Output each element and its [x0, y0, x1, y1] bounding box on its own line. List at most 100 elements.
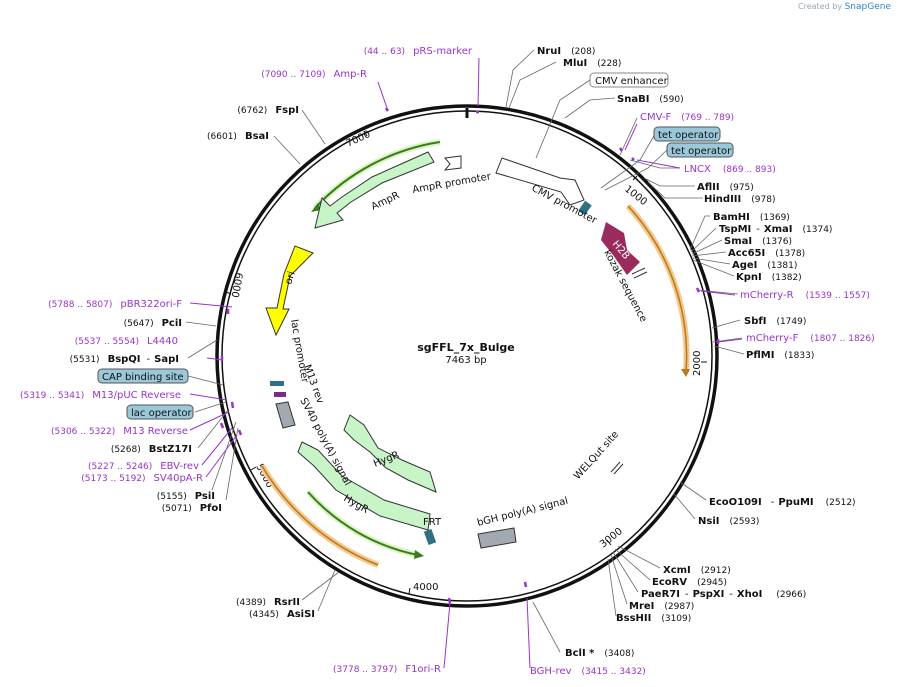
site-tspmi: TspMI-XmaI(1374): [719, 224, 832, 235]
left-labels: (44 .. 63)pRS-marker (7090 .. 7109)Amp-R…: [20, 46, 473, 675]
sv40-polya-block: [275, 401, 296, 429]
site-bamhi: BamHI(1369): [713, 212, 790, 223]
orf-arc-right-line: [627, 205, 688, 373]
site-ecoo109i: EcoO109I-PpuMI(2512): [709, 497, 856, 508]
orf-arc-right-arrow: [681, 369, 690, 377]
lac-operator-block: [274, 392, 286, 397]
site-ecorv: EcoRV(2945): [652, 577, 727, 588]
primer-ebv-rev: (5227 .. 5246)EBV-rev: [88, 461, 199, 472]
tick-4000: 4000: [413, 582, 438, 593]
site-bsai: (6601)BsaI: [207, 131, 269, 142]
primer-stubs: [219, 107, 720, 604]
ampr-promoter-label: AmpR promoter: [412, 171, 493, 196]
site-pflmi: PflMI(1833): [746, 350, 814, 361]
ori-label: ori: [283, 270, 297, 286]
orf-arc-left-line: [261, 465, 379, 566]
cmv-enhancer-label: CMV enhancer: [595, 76, 669, 87]
hygr-arrow-1: [343, 414, 437, 493]
site-xcmi: XcmI(2912): [663, 565, 731, 576]
site-psii: (5155)PsiI: [157, 491, 215, 502]
primer-pbr322ori-f: (5788 .. 5807)pBR322ori-F: [48, 299, 182, 310]
hygr-arrow-2: [297, 441, 431, 531]
snapgene-credit: Created by SnapGene: [798, 2, 891, 12]
site-nsii: NsiI(2593): [698, 516, 759, 527]
site-fspi: (6762)FspI: [237, 105, 299, 116]
position-ticks: [225, 130, 707, 595]
kozak-marker-2: [633, 271, 648, 279]
site-asisi: (4345)AsiSI: [249, 609, 315, 620]
leader-lines-right: [505, 49, 745, 653]
site-bstz17i: (5268)BstZ17I: [111, 444, 192, 455]
primer-sv40pa-r: (5173 .. 5192)SV40pA-R: [81, 473, 203, 484]
primer-mcherry-f: mCherry-F(1807 .. 1826): [746, 333, 875, 344]
cap-binding-site-box: [97, 368, 189, 384]
site-mlui: MluI(228): [563, 58, 621, 69]
site-paer7i: PaeR7I-PspXI-XhoI(2966): [641, 589, 806, 600]
site-rsrii: (4389)RsrII: [236, 597, 300, 608]
site-hindiii: HindIII(978): [704, 194, 775, 205]
orf-arc-top-arrow: [311, 203, 321, 212]
tet-operator-label-1: tet operator: [658, 130, 719, 141]
ori-arrow: [265, 245, 314, 337]
ampr-promoter-arrow: [443, 155, 462, 171]
ampr-label: AmpR: [370, 190, 402, 213]
tet-operator-label-2: tet operator: [671, 146, 732, 157]
welq-marker: [610, 461, 621, 473]
tick-2000: 2000: [692, 351, 703, 376]
right-labels: NruI(208) MluI(228) CMV enhancer SnaBI(5…: [530, 46, 875, 677]
primer-m13-puc-reverse: (5319 .. 5341)M13/pUC Reverse: [20, 390, 181, 401]
plasmid-size: 7463 bp: [445, 355, 486, 366]
tet-operator-box-1: [653, 126, 721, 142]
primer-m13-reverse: (5306 .. 5322)M13 Reverse: [51, 426, 188, 437]
primer-lncx: LNCX(869 .. 893): [684, 164, 776, 175]
primer-amp-r: (7090 .. 7109)Amp-R: [261, 69, 367, 80]
orf-arc-bottom-line: [307, 491, 419, 556]
site-smai: SmaI(1376): [724, 236, 792, 247]
bgh-polya-block: [477, 527, 517, 549]
site-pcii: (5647)PciI: [124, 318, 182, 329]
site-bsshii: BssHII(3109): [616, 613, 691, 624]
primer-bgh-rev: BGH-rev(3415 .. 3432): [530, 666, 646, 677]
lac-operator-label: lac operator: [131, 408, 192, 419]
site-nrui: NruI(208): [537, 46, 595, 57]
site-bspqi: (5531)BspQI-SapI: [70, 354, 179, 365]
cmv-enhancer-box: [589, 72, 669, 88]
primer-f1ori-r: (3778 .. 3797)F1ori-R: [333, 664, 441, 675]
snapgene-logo: SnapGene: [844, 2, 891, 12]
site-kpni: KpnI(1382): [736, 272, 802, 283]
frt-label: FRT: [423, 517, 442, 528]
orf-arc-bottom-arrow: [414, 550, 424, 559]
site-sbfi: SbfI(1749): [744, 316, 806, 327]
plasmid-name: sgFFL_7x_Bulge: [417, 341, 515, 354]
orf-arc-left: [259, 464, 380, 568]
leader-lines-left: [185, 109, 340, 612]
cmv-promoter-arrow: [495, 157, 585, 206]
welqut-site-label: WELQut site: [572, 429, 621, 482]
site-snabi: SnaBI(590): [617, 94, 684, 105]
site-pfoi: (5071)PfoI: [162, 503, 222, 514]
site-mrei: MreI(2987): [629, 601, 694, 612]
bgh-polya-label: bGH poly(A) signal: [476, 496, 569, 529]
lac-promoter-label: lac promoter: [288, 319, 310, 385]
site-acc65i: Acc65I(1378): [728, 248, 805, 259]
tick-6000: 6000: [229, 271, 244, 298]
site-agei: AgeI(1381): [732, 260, 797, 271]
site-aflii: AflII(975): [697, 182, 754, 193]
lac-operator-box: [126, 404, 194, 420]
primer-prs-marker: (44 .. 63)pRS-marker: [364, 46, 473, 57]
tet-operator-block: [578, 200, 592, 216]
h2b-arrow: [601, 222, 640, 275]
tet-operator-box-2: [666, 142, 734, 158]
orf-arc-top-line: [314, 141, 441, 209]
primer-cmv-f: CMV-F(769 .. 789): [640, 112, 734, 123]
cap-binding-site-label: CAP binding site: [102, 372, 184, 383]
site-bcli: BclI *(3408): [565, 648, 634, 659]
ampr-arrow: [314, 151, 435, 229]
kozak-marker: [631, 267, 646, 275]
primer-mcherry-r: mCherry-R(1539 .. 1557): [740, 290, 870, 301]
cap-binding-block: [270, 381, 284, 386]
frt-block: [423, 529, 437, 545]
backbone-outer: [215, 104, 719, 608]
